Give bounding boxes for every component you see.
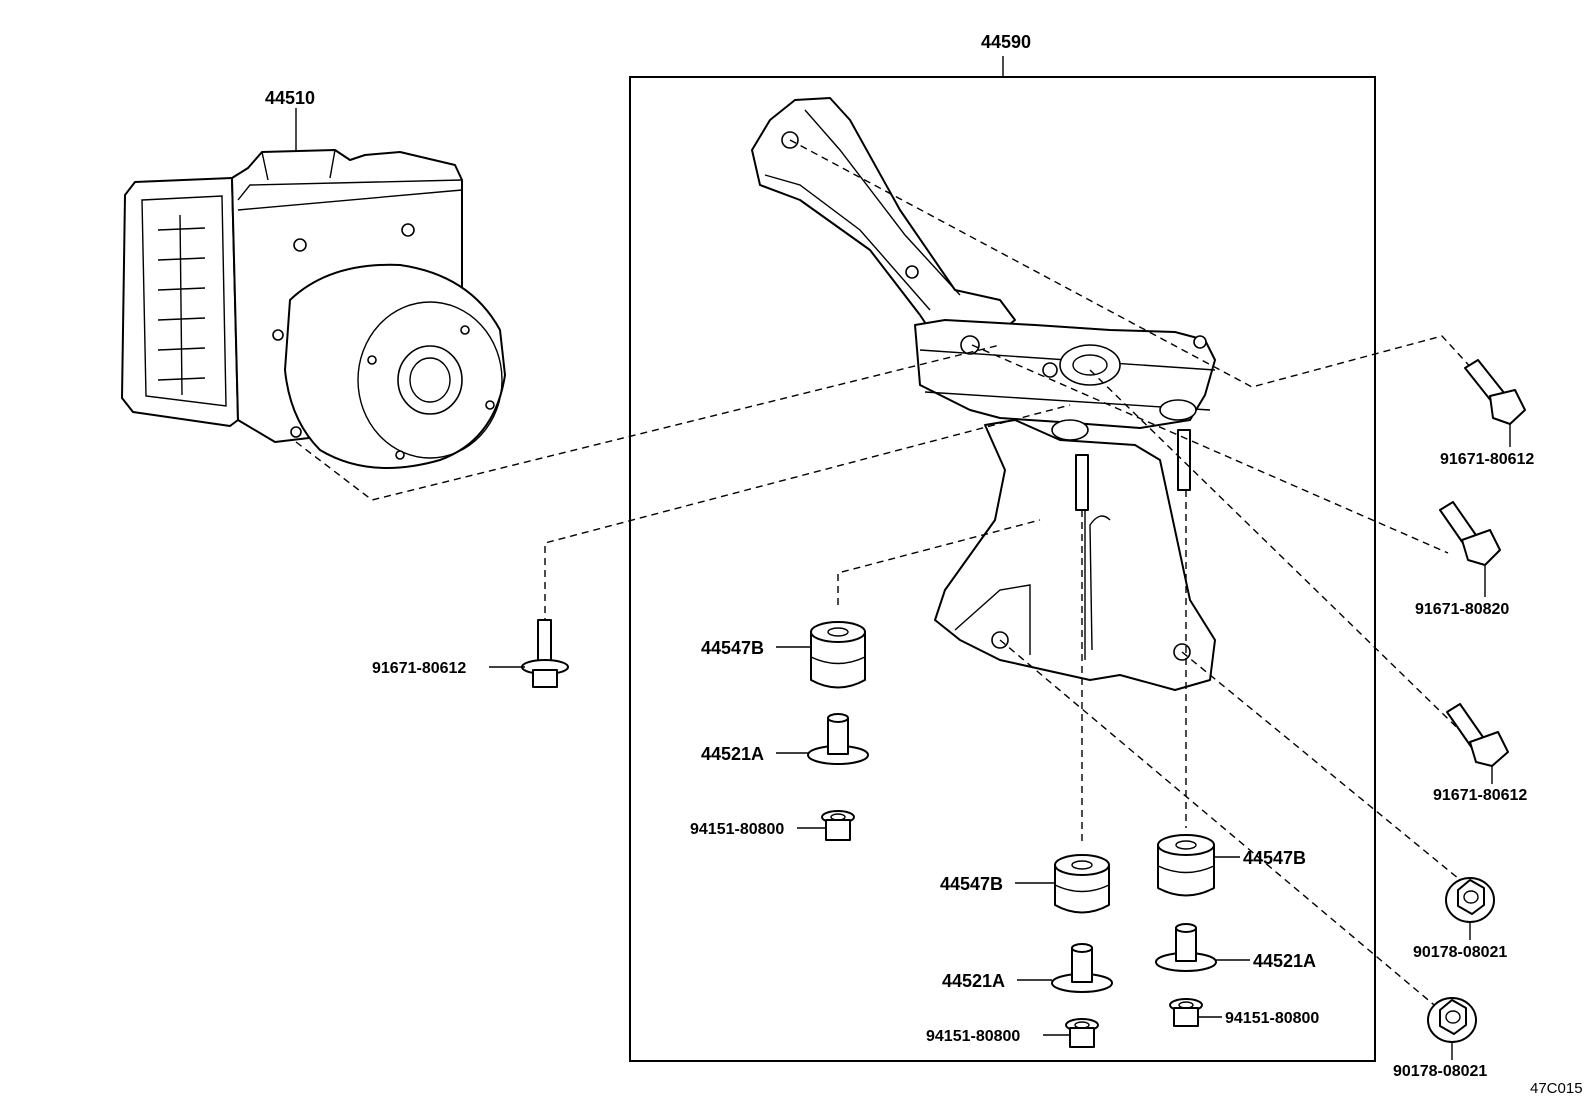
nut-right-1-part[interactable] [1445, 877, 1495, 923]
callout-nut-right-2[interactable]: 90178-08021 [1393, 1063, 1487, 1080]
abs-actuator-part[interactable] [121, 149, 506, 469]
cushion-right-part[interactable] [1157, 834, 1215, 897]
callout-bolt-right-3[interactable]: 91671-80612 [1433, 787, 1527, 804]
collar-right-part[interactable] [1155, 923, 1217, 972]
bolt-right-2-part[interactable] [1439, 501, 1501, 566]
callout-collar-left[interactable]: 44521A [701, 744, 764, 764]
actuator-label[interactable]: 44510 [265, 88, 315, 108]
callout-collar-mid[interactable]: 44521A [942, 971, 1005, 991]
callout-leaders [489, 424, 1511, 1060]
dashed-leader-lines [295, 139, 1479, 1021]
collar-mid-part[interactable] [1051, 943, 1113, 993]
bolt-right-1-part[interactable] [1464, 359, 1526, 425]
callout-nut-rightbox[interactable]: 94151-80800 [1225, 1010, 1319, 1027]
assembly-label[interactable]: 44590 [981, 32, 1031, 52]
callout-bolt-left[interactable]: 91671-80612 [372, 660, 466, 677]
cushion-left-part[interactable] [810, 621, 866, 689]
callout-bolt-right-1[interactable]: 91671-80612 [1440, 451, 1534, 468]
callout-cushion-mid[interactable]: 44547B [940, 874, 1003, 894]
callout-cushion-left[interactable]: 44547B [701, 638, 764, 658]
callout-bolt-right-2[interactable]: 91671-80820 [1415, 601, 1509, 618]
nut-right-2-part[interactable] [1427, 997, 1477, 1043]
bolt-right-3-part[interactable] [1446, 703, 1509, 767]
nut-mid-part[interactable] [1065, 1018, 1099, 1048]
callout-collar-right[interactable]: 44521A [1253, 951, 1316, 971]
callout-nut-right-1[interactable]: 90178-08021 [1413, 944, 1507, 961]
callout-nut-mid[interactable]: 94151-80800 [926, 1028, 1020, 1045]
nut-rightbox-part[interactable] [1169, 998, 1203, 1027]
bolt-left-part[interactable] [521, 619, 569, 688]
bracket-part[interactable] [751, 97, 1216, 691]
collar-left-part[interactable] [807, 713, 869, 765]
callout-nut-left[interactable]: 94151-80800 [690, 821, 784, 838]
image-code: 47C015 [1530, 1080, 1583, 1097]
nut-left-part[interactable] [821, 810, 855, 841]
callout-cushion-right[interactable]: 44547B [1243, 848, 1306, 868]
cushion-mid-part[interactable] [1054, 854, 1110, 914]
